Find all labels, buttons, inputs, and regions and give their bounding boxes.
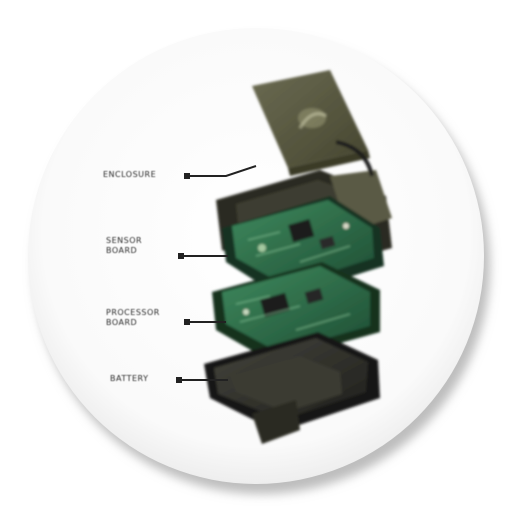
- battery-part: [204, 332, 380, 444]
- callout-markers: [176, 173, 190, 383]
- callout-label-sensor-board: SENSOR BOARD: [106, 236, 143, 255]
- callout-lines: [180, 165, 257, 381]
- callout-marker-enclosure: [184, 173, 190, 179]
- callout-line-enclosure: [188, 165, 257, 177]
- callout-marker-battery: [176, 377, 182, 383]
- callout-marker-sensor-board: [178, 253, 184, 259]
- callout-label-enclosure: ENCLOSURE: [103, 170, 157, 179]
- callout-label-battery: BATTERY: [110, 374, 149, 383]
- callout-marker-processor-board: [184, 319, 190, 325]
- processor-board-part: [212, 262, 380, 362]
- callout-label-processor-board: PROCESSOR BOARD: [106, 308, 160, 327]
